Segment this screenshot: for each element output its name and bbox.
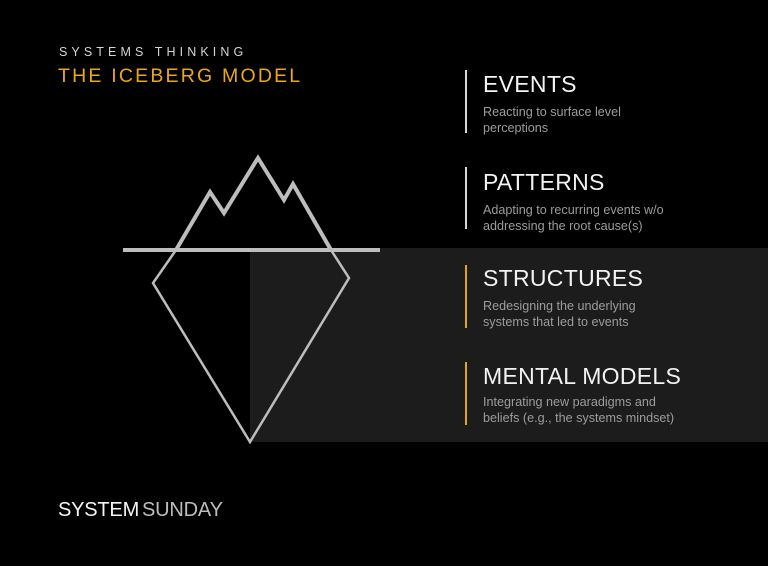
level-accent-bar xyxy=(465,362,467,425)
level-description: Redesigning the underlying systems that … xyxy=(483,298,743,330)
iceberg-tip-outline xyxy=(174,154,333,252)
level-description: Reacting to surface level perceptions xyxy=(483,104,743,136)
description-line: systems that led to events xyxy=(483,315,629,329)
level-description: Integrating new paradigms and beliefs (e… xyxy=(483,394,743,426)
iceberg-underwater-outline xyxy=(151,249,351,445)
level-description: Adapting to recurring events w/o address… xyxy=(483,202,743,234)
level-divider-bar xyxy=(465,70,467,133)
kicker-label: SYSTEMS THINKING xyxy=(59,45,248,59)
underwater-band xyxy=(250,248,768,442)
level-divider-bar xyxy=(465,167,467,229)
level-heading: STRUCTURES xyxy=(483,265,644,291)
brand-logo-light: SUNDAY xyxy=(142,499,223,521)
description-line: Redesigning the underlying xyxy=(483,299,636,313)
description-line: Adapting to recurring events w/o xyxy=(483,203,664,217)
description-line: Reacting to surface level xyxy=(483,105,621,119)
description-line: perceptions xyxy=(483,121,549,135)
page-title: THE ICEBERG MODEL xyxy=(58,65,303,87)
level-heading: EVENTS xyxy=(483,71,577,97)
description-line: beliefs (e.g., the systems mindset) xyxy=(483,411,675,425)
level-heading: PATTERNS xyxy=(483,169,605,195)
level-heading: MENTAL MODELS xyxy=(483,363,682,389)
level-accent-bar xyxy=(465,265,467,328)
description-line: addressing the root cause(s) xyxy=(483,219,643,233)
brand-logo-strong: SYSTEM xyxy=(58,499,140,521)
description-line: Integrating new paradigms and xyxy=(483,395,656,409)
